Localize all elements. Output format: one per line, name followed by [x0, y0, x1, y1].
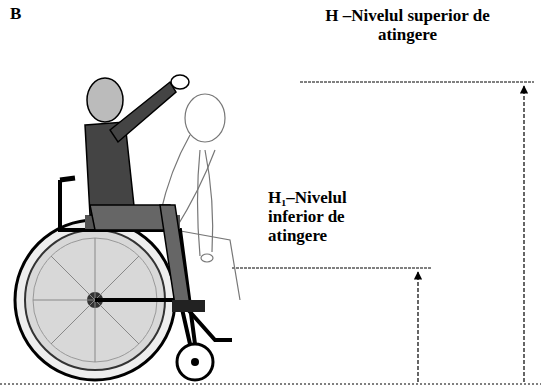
panel-letter: B — [10, 4, 50, 23]
lower-height-arrow — [417, 272, 418, 382]
floor-line — [0, 384, 541, 385]
lower-level-label: H₁–Nivelul inferior de atingere — [268, 188, 386, 245]
upper-level-line — [300, 82, 534, 83]
lower-level-line — [232, 268, 432, 269]
upper-level-label: H –Nivelul superior de atingere — [300, 6, 515, 44]
wheelchair — [15, 178, 232, 380]
seated-person — [85, 75, 205, 312]
upper-height-arrow — [523, 86, 524, 382]
